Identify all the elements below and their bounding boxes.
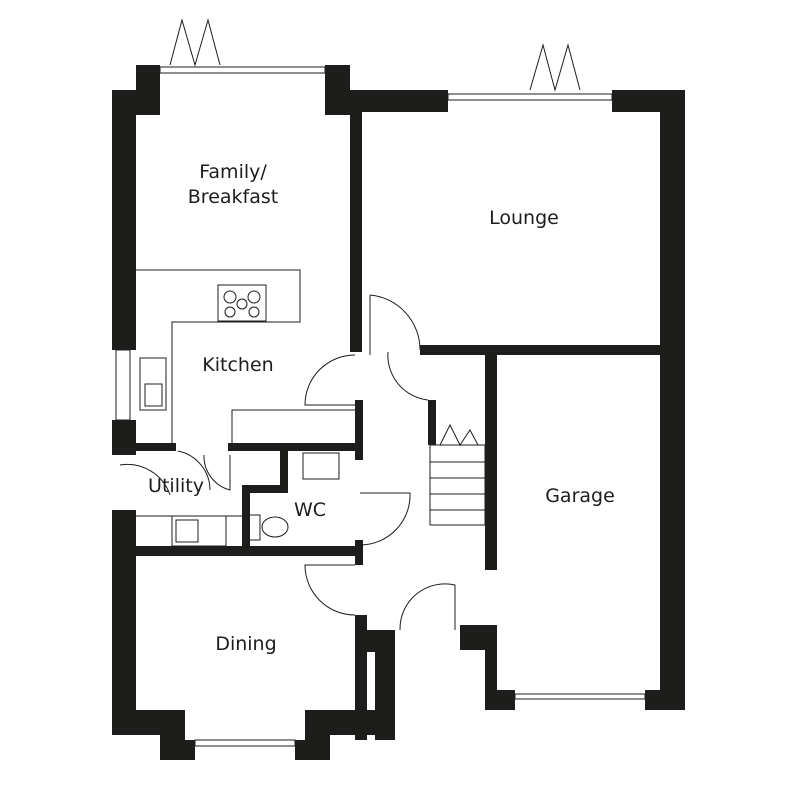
room-label-kitchen: Kitchen: [202, 354, 274, 376]
fixtures: [115, 18, 646, 747]
walls: [112, 65, 685, 760]
room-label-wc: WC: [293, 499, 327, 521]
room-label-dining: Dining: [215, 633, 277, 655]
room-label-garage: Garage: [545, 485, 615, 507]
room-label-family-breakfast: Family/ Breakfast: [187, 161, 279, 208]
room-label-lounge: Lounge: [489, 207, 559, 229]
room-label-utility: Utility: [148, 475, 204, 497]
